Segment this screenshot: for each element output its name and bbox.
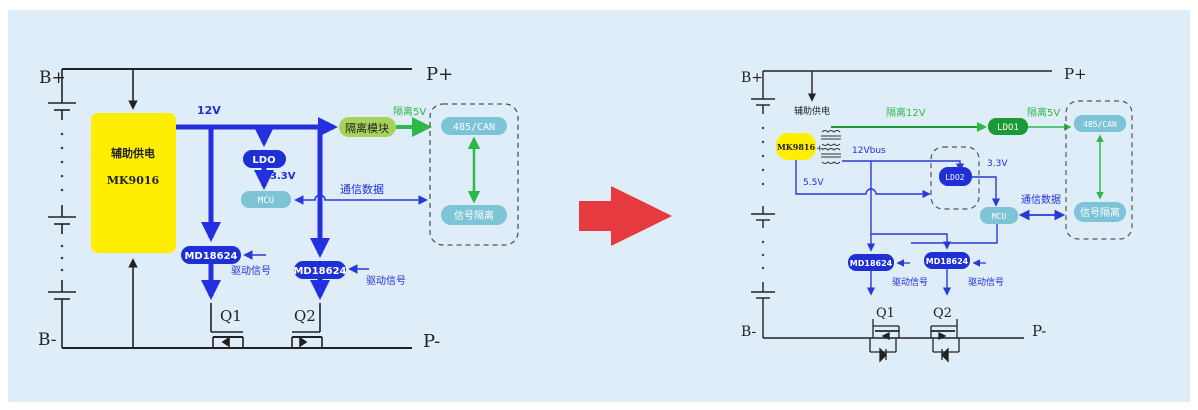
- left-signal-iso-block: [441, 205, 507, 225]
- right-5v5-line: [795, 160, 931, 199]
- right-diagram: B+ B- P+ P- 辅助供电 MK9816: [741, 65, 1133, 363]
- right-mcu-to-drivers: [911, 224, 998, 244]
- left-diagram: B+ B- P+ P- 辅助供电 MK9016 12V: [38, 64, 519, 352]
- right-p-minus-label: P-: [1032, 322, 1046, 340]
- right-485-block: [1074, 115, 1126, 132]
- right-ldo2-block: [939, 167, 972, 186]
- left-3v3-label: 3.3V: [270, 171, 296, 182]
- right-mcu-label: MCU: [992, 212, 1007, 221]
- left-isolation-module: [339, 117, 396, 137]
- left-485-block: [441, 117, 507, 135]
- right-b-minus-label: B-: [741, 324, 757, 340]
- right-ldo2-group: [930, 146, 980, 210]
- left-b-plus-label: B+: [39, 68, 66, 88]
- left-comm-group: [429, 103, 519, 246]
- left-mcu-block: [241, 191, 291, 208]
- right-battery-dots: [761, 126, 765, 270]
- left-supply-chip: MK9016: [107, 174, 160, 187]
- right-p-plus-label: P+: [1064, 65, 1087, 83]
- right-battery-stack: [751, 71, 775, 338]
- right-5v5-label: 5.5V: [803, 178, 824, 188]
- left-drive-sig-1-label: 驱动信号: [231, 265, 271, 277]
- right-comm-data-label: 通信数据: [1021, 193, 1061, 206]
- left-mcu-label: MCU: [258, 196, 274, 206]
- left-12v-label: 12V: [197, 104, 221, 117]
- left-driver-2-label: MD18624: [293, 266, 346, 277]
- right-transformer-plus: +: [816, 144, 824, 154]
- right-supply-label: 辅助供电: [794, 105, 830, 117]
- right-q1-label: Q1: [876, 306, 895, 321]
- left-485-label: 485/CAN: [453, 122, 495, 133]
- right-signal-iso-block: [1074, 202, 1126, 222]
- right-ldo1-block: [988, 118, 1028, 135]
- right-485-label: 485/CAN: [1083, 120, 1117, 129]
- left-battery-dots: [60, 132, 64, 272]
- left-b-minus-label: B-: [38, 330, 57, 350]
- left-supply-block: [91, 113, 176, 253]
- right-ldo2-to-mcu: [972, 176, 1001, 207]
- left-signal-iso-label: 信号隔离: [454, 209, 494, 222]
- right-3v3-label: 3.3V: [987, 159, 1008, 169]
- right-driver-1: [848, 254, 894, 271]
- left-ldo-block: [243, 150, 286, 168]
- right-transformer: [821, 130, 841, 164]
- right-chip-block: [776, 133, 816, 160]
- left-driver-1-label: MD18624: [184, 251, 237, 262]
- right-ldo2-label: LDO2: [945, 173, 964, 182]
- left-driver-1: [181, 246, 241, 264]
- right-12vbus-label: 12Vbus: [852, 146, 886, 156]
- left-mosfet-q2: [291, 303, 323, 348]
- right-driver-1-label: MD18624: [850, 259, 893, 268]
- right-drive-sig-1-label: 驱动信号: [892, 276, 928, 288]
- right-iso12v-line: [831, 122, 987, 132]
- right-b-plus-label: B+: [741, 70, 763, 86]
- right-mosfet-q1: [869, 319, 900, 363]
- left-isolation-label: 隔离模块: [345, 121, 389, 135]
- left-iso5v-label: 隔离5V: [393, 105, 426, 118]
- transition-arrow: [579, 186, 672, 246]
- right-chip-label: MK9816: [777, 142, 816, 152]
- left-battery-stack: [48, 69, 76, 348]
- right-q2-label: Q2: [933, 306, 952, 321]
- right-driver-2-label: MD18624: [926, 257, 969, 266]
- left-supply-label: 辅助供电: [111, 146, 155, 160]
- left-comm-data-label: 通信数据: [340, 182, 384, 196]
- right-signal-iso-label: 信号隔离: [1080, 206, 1120, 219]
- right-comm-group: [1065, 100, 1133, 240]
- right-mosfet-q2: [930, 319, 960, 363]
- right-iso5v-label: 隔离5V: [1027, 106, 1060, 119]
- right-drive-sig-2-label: 驱动信号: [968, 276, 1004, 288]
- left-driver-2: [294, 261, 346, 279]
- right-iso12v-label: 隔离12V: [886, 106, 926, 119]
- right-ldo1-label: LDO1: [997, 123, 1019, 133]
- left-q2-label: Q2: [294, 307, 316, 325]
- left-ldo-label: LDO: [252, 155, 275, 166]
- right-driver-2: [924, 252, 970, 269]
- right-mcu-block: [980, 207, 1018, 224]
- left-drive-sig-2-label: 驱动信号: [366, 275, 406, 287]
- left-mosfet-q1: [210, 303, 244, 348]
- left-p-minus-label: P-: [423, 331, 440, 352]
- left-q1-label: Q1: [220, 307, 242, 325]
- right-bus-to-drivers: [870, 161, 952, 250]
- left-p-plus-label: P+: [426, 64, 453, 85]
- left-comm-data-link: [294, 194, 428, 205]
